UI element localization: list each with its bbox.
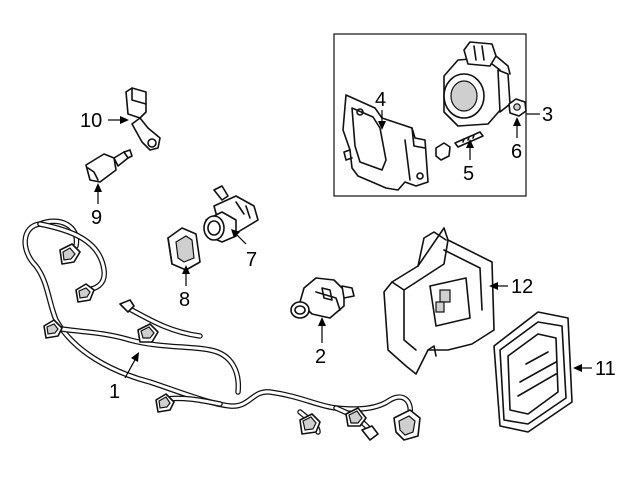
plug-connector (85, 149, 133, 183)
sensor-retainer (167, 227, 201, 271)
leader-lines (94, 110, 592, 379)
sensor-bracket (125, 87, 161, 151)
park-sensor-2 (290, 277, 355, 319)
nut (508, 98, 527, 117)
radar-bracket (342, 94, 429, 191)
callout-1: 1 (109, 381, 120, 403)
callout-7: 7 (246, 249, 257, 271)
control-module (493, 311, 573, 433)
park-sensor (203, 185, 259, 243)
callout-2: 2 (315, 346, 326, 368)
callout-11: 11 (595, 358, 616, 380)
callout-12: 12 (511, 276, 533, 298)
callout-4: 4 (375, 89, 386, 111)
callout-labels: 1 2 3 4 5 6 7 8 9 10 11 12 (80, 89, 616, 403)
wiring-harness (22, 218, 414, 435)
callout-6: 6 (511, 141, 522, 163)
callout-10: 10 (80, 110, 102, 132)
callout-8: 8 (179, 289, 190, 311)
callout-5: 5 (463, 163, 474, 185)
harness-connectors (43, 243, 421, 441)
callout-3: 3 (542, 104, 553, 126)
module-bracket (383, 227, 495, 375)
bolt (435, 131, 484, 161)
radar-sensor (443, 41, 511, 127)
inset-box (333, 33, 527, 197)
callout-9: 9 (91, 207, 102, 229)
